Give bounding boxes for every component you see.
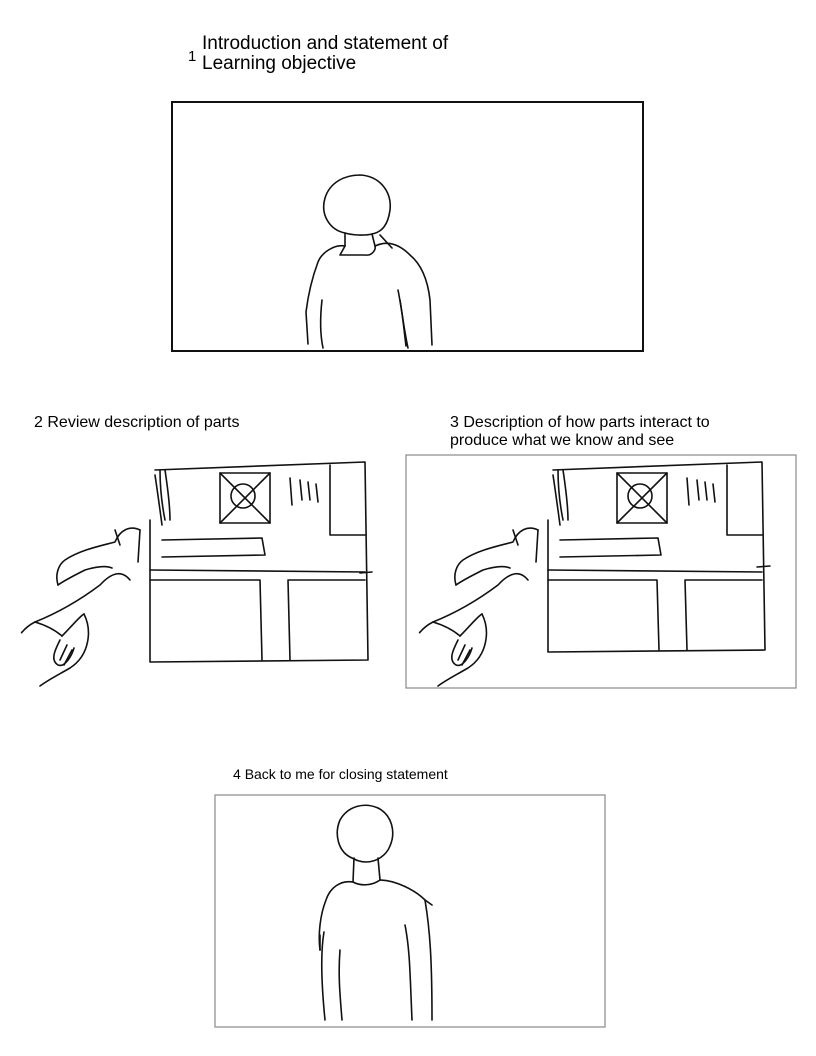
panel-2-caption: 2 Review description of parts [34, 414, 239, 432]
torso-4 [318, 880, 354, 951]
arm-4 [320, 931, 326, 1021]
panel-4-frame [214, 794, 606, 1028]
panel-3-title-line2: produce what we know and see [450, 432, 675, 449]
torso-1 [305, 244, 346, 345]
presenter-figure-1 [305, 174, 433, 349]
pointing-hand-2 [20, 527, 141, 687]
panel-4-title: Back to me for closing statement [244, 766, 448, 782]
arm-1 [319, 299, 324, 349]
panel-4-caption: 4 Back to me for closing statement [233, 766, 448, 782]
neck-4 [352, 857, 381, 883]
panel-1-title-line2: Learning objective [202, 53, 357, 74]
panel-3-number: 3 [450, 414, 459, 431]
panel-3-caption: 3 Description of how parts interact to p… [450, 414, 710, 450]
panel-4-number: 4 [233, 766, 241, 782]
head-4 [336, 804, 394, 863]
panel-3-title-line1: Description of how parts interact to [463, 414, 710, 431]
pointing-hand-3 [418, 527, 539, 687]
neck-1 [344, 232, 376, 247]
panel-1-title-line1: Introduction and statement of [202, 33, 449, 54]
panel-3-frame [405, 454, 797, 689]
head-1 [323, 174, 391, 236]
panel-1-frame [171, 101, 644, 352]
panel-1-number: 1 [188, 48, 197, 65]
panel-2-number: 2 [34, 414, 43, 431]
device-diagram-3 [547, 461, 771, 653]
device-diagram-2 [149, 461, 373, 663]
presenter-figure-4 [318, 804, 433, 1021]
panel-2-title: Review description of parts [47, 414, 240, 431]
